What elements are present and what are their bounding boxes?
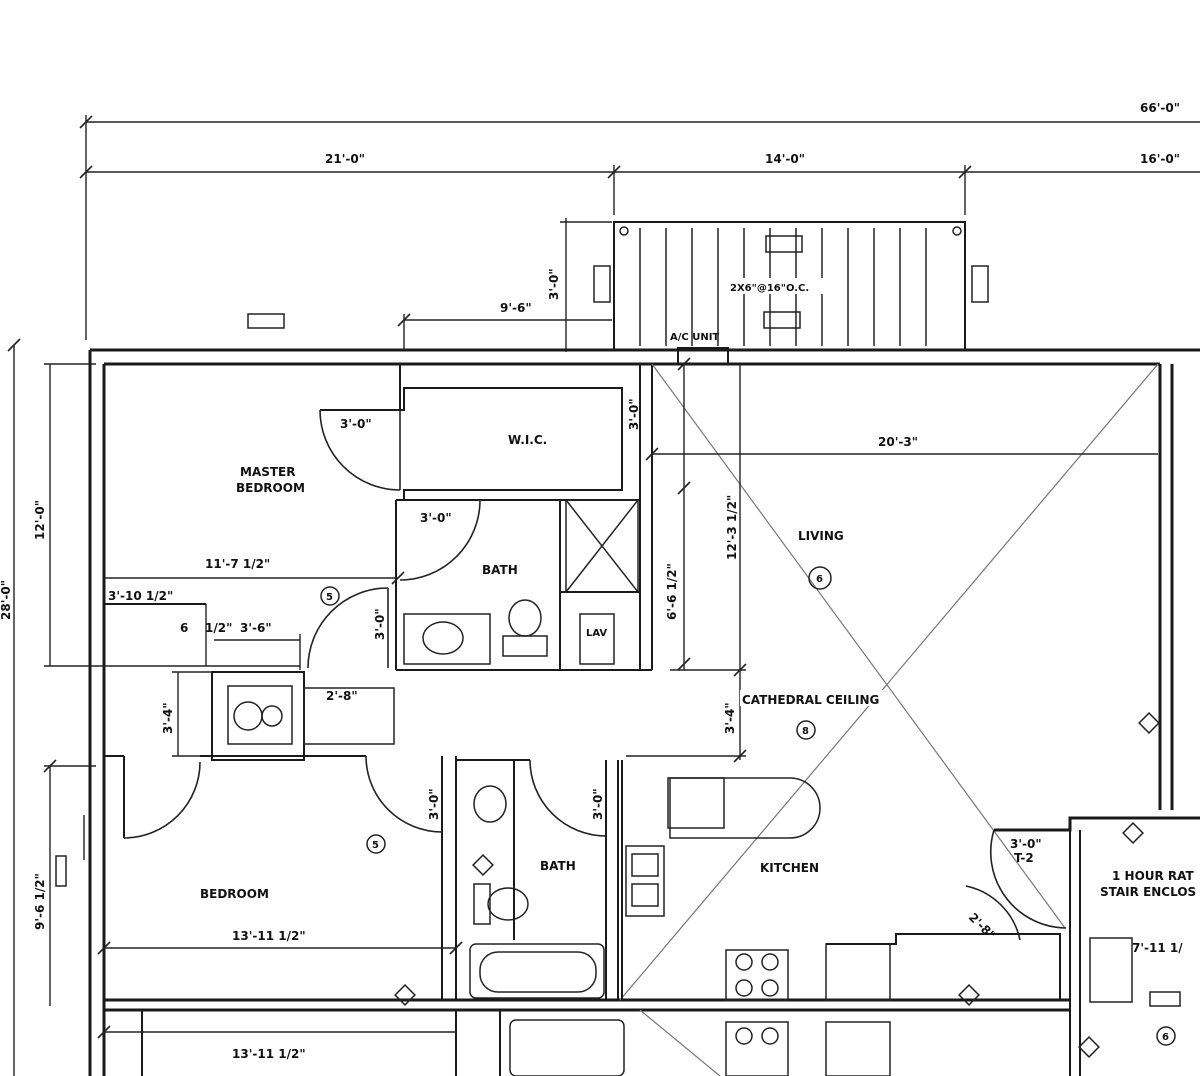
top-dimensions: 66'-0" 21'-0" 14'-0" 16'-0" [79, 101, 1200, 340]
living-width-label: 20'-3" [878, 435, 918, 449]
hall-right-label: 3'-4" [723, 702, 737, 734]
tag-5: 5 [326, 592, 333, 603]
lav-label: LAV [586, 628, 607, 639]
wic-wall-label: 3'-0" [627, 398, 641, 430]
living-room: 20'-3" 12'-3 1/2" 6'-6 1/2" LIVING 6 CAT… [619, 357, 1159, 1001]
bath-depth-label: 6'-6 1/2" [665, 563, 679, 620]
stair-label-2: STAIR ENCLOS [1100, 885, 1196, 899]
master-depth-label: 12'-0" [33, 500, 47, 540]
wic-label: W.I.C. [508, 433, 547, 447]
segment-1-label: 21'-0" [325, 152, 365, 166]
hall-vert-label: 3'-0" [373, 608, 387, 640]
closet-c-label: 3'-6" [240, 621, 272, 635]
deck-joist-note: 2X6"@16"O.C. [730, 283, 809, 294]
balcony-width-label: 9'-6" [500, 301, 532, 315]
master-label-2: BEDROOM [236, 481, 305, 495]
living-depth-label: 12'-3 1/2" [725, 495, 739, 560]
bedroom-door-label: 3'-0" [427, 788, 441, 820]
cathedral-label: CATHEDRAL CEILING [742, 693, 879, 707]
bath-door-label: 3'-0" [420, 511, 452, 525]
tag-5b: 5 [372, 840, 379, 851]
bath-master-label: BATH [482, 563, 518, 577]
tag-6: 6 [816, 574, 823, 585]
stair-door-label: 3'-0" [1010, 837, 1042, 851]
bath-2: 3'-0" BATH [456, 759, 619, 1000]
master-width-label: 11'-7 1/2" [205, 557, 270, 571]
tag-8: 8 [802, 726, 809, 737]
master-door-label: 3'-0" [340, 417, 372, 431]
living-label: LIVING [798, 529, 844, 543]
balcony-depth-label: 3'-0" [547, 268, 561, 300]
stair-width-label: 7'-11 1/ [1132, 941, 1183, 955]
bath-2-label: BATH [540, 859, 576, 873]
laundry-door-label: 2'-8" [326, 689, 358, 703]
kitchen-door-label: 2'-8" [966, 910, 998, 942]
master-label-1: MASTER [240, 465, 296, 479]
stair-door-label-2: T-2 [1014, 851, 1034, 865]
stair-label-1: 1 HOUR RAT [1112, 869, 1195, 883]
closet-b-label: 1/2" [205, 621, 232, 635]
ac-unit-label: A/C UNIT [670, 332, 719, 343]
closet-width-label: 3'-10 1/2" [108, 589, 173, 603]
balcony-deck: 2X6"@16"O.C. 3'-0" 9'-6" A/C UNIT [247, 218, 989, 365]
kitchen-label: KITCHEN [760, 861, 819, 875]
stair-enclosure: 3'-0" T-2 1 HOUR RAT STAIR ENCLOS 7'-11 … [989, 712, 1200, 1076]
laundry-hall: 2'-8" 3'-4" 3'-4" [161, 663, 747, 763]
bedroom-depth-label: 9'-6 1/2" [33, 873, 47, 930]
tag-6b: 6 [1162, 1032, 1169, 1043]
lower-bedroom-width-label: 13'-11 1/2" [232, 1047, 306, 1061]
laundry-depth-label: 3'-4" [161, 702, 175, 734]
segment-3-label: 16'-0" [1140, 152, 1180, 166]
lower-unit: 13'-11 1/2" [97, 1009, 891, 1076]
closet-a-label: 6 [180, 621, 188, 635]
left-overall-label: 28'-0" [0, 580, 13, 620]
bath2-door-label: 3'-0" [591, 788, 605, 820]
bedroom-label: BEDROOM [200, 887, 269, 901]
left-dimensions: 28'-0" 12'-0" 9'-6 1/2" [0, 338, 300, 1076]
bedroom-width-label: 13'-11 1/2" [232, 929, 306, 943]
overall-width-label: 66'-0" [1140, 101, 1180, 115]
kitchen: KITCHEN 2'-8" [621, 760, 1061, 1006]
bedroom: 3'-0" BEDROOM 5 13'-11 1/2" [97, 755, 463, 1006]
segment-2-label: 14'-0" [765, 152, 805, 166]
exterior-walls [88, 348, 1200, 1076]
master-suite: 3'-0" W.I.C. MASTER BEDROOM 3'-0" BATH L… [104, 364, 653, 671]
